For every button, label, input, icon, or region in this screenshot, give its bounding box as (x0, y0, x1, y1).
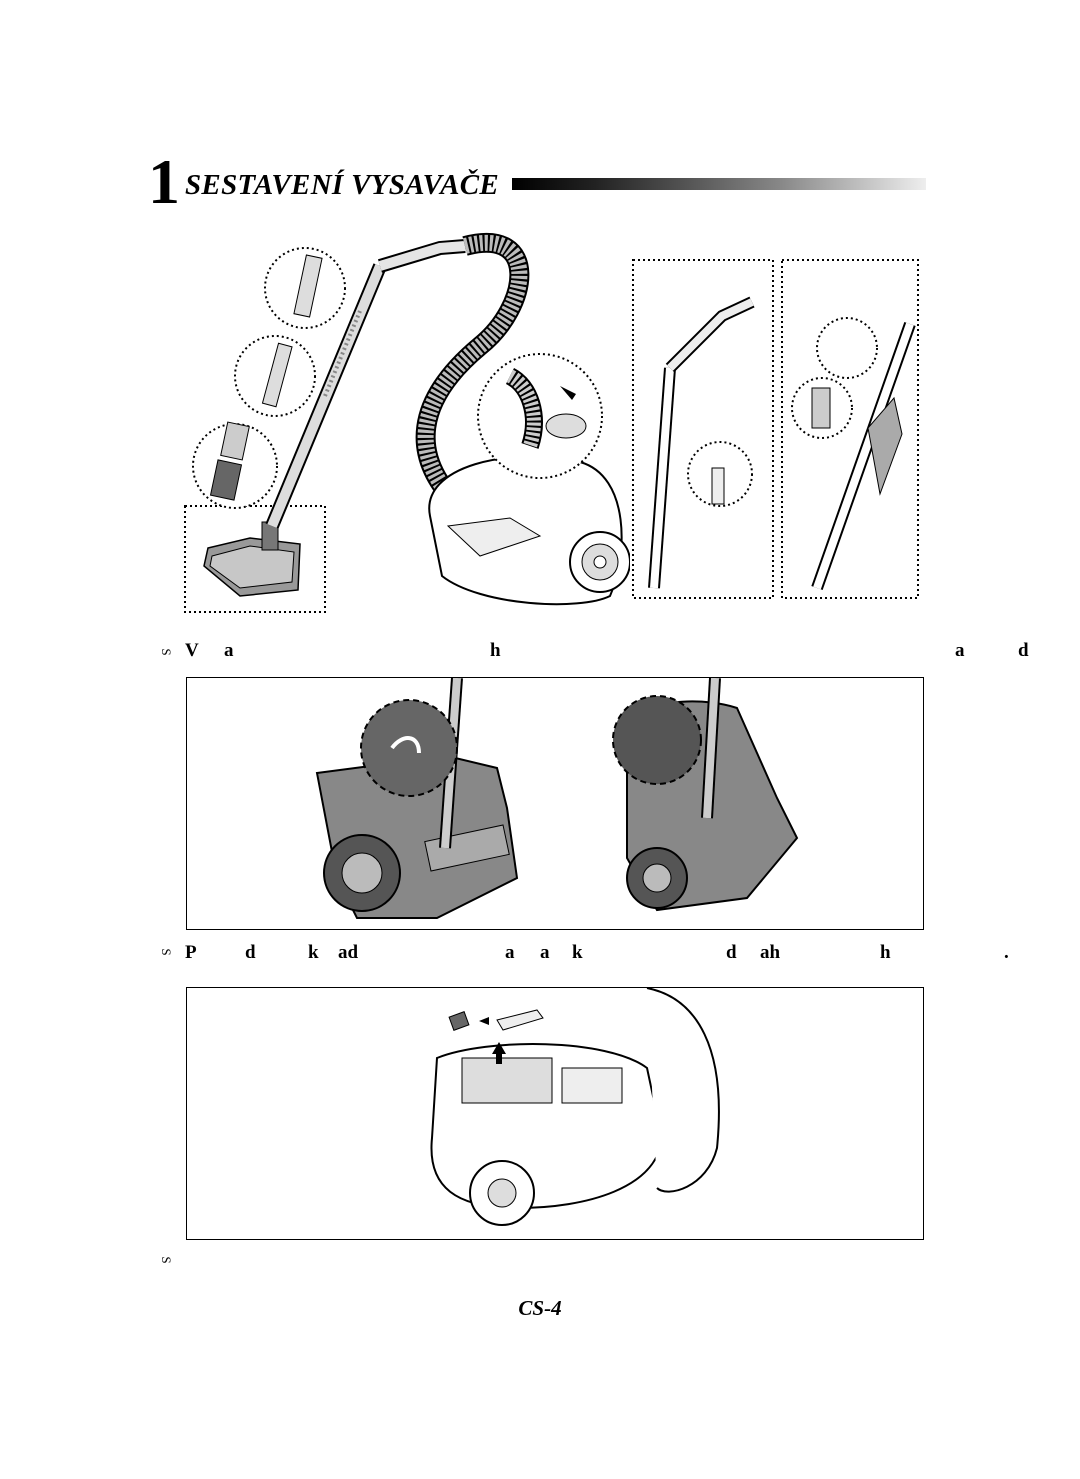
bullet-3: S (159, 1256, 174, 1264)
storage-illustration (315, 677, 799, 919)
tube-assembly-illustration (632, 259, 919, 599)
caption-1-seg-1: a (224, 640, 234, 661)
caption-2-seg-3: ad (338, 942, 359, 963)
caption-2-seg-7: d (726, 942, 737, 963)
caption-2-seg-8: ah (760, 942, 781, 963)
caption-1-seg-4: d (1018, 640, 1029, 661)
section-title: SESTAVENÍ VYSAVAČE (185, 169, 500, 201)
title-gradient-bar (512, 178, 926, 190)
caption-2-seg-2: k (308, 942, 319, 963)
caption-1-seg-2: h (490, 640, 501, 661)
caption-2-seg-10: . (1004, 942, 1009, 963)
caption-2-seg-9: h (880, 942, 891, 963)
bullet-1: S (159, 648, 174, 656)
caption-1-seg-3: a (955, 640, 965, 661)
accessory-illustration-box (186, 987, 924, 1240)
caption-1-seg-0: V (185, 640, 199, 661)
caption-2-seg-5: a (540, 942, 550, 963)
bullet-2: S (159, 948, 174, 956)
caption-2-seg-6: k (572, 942, 583, 963)
storage-illustration-box (186, 677, 924, 930)
caption-2-seg-4: a (505, 942, 515, 963)
section-number: 1 (148, 146, 180, 217)
assembly-illustration (184, 233, 630, 613)
caption-2-seg-1: d (245, 942, 256, 963)
caption-2-seg-0: P (185, 942, 197, 963)
page-number: CS-4 (518, 1296, 562, 1320)
accessory-illustration (430, 987, 720, 1226)
